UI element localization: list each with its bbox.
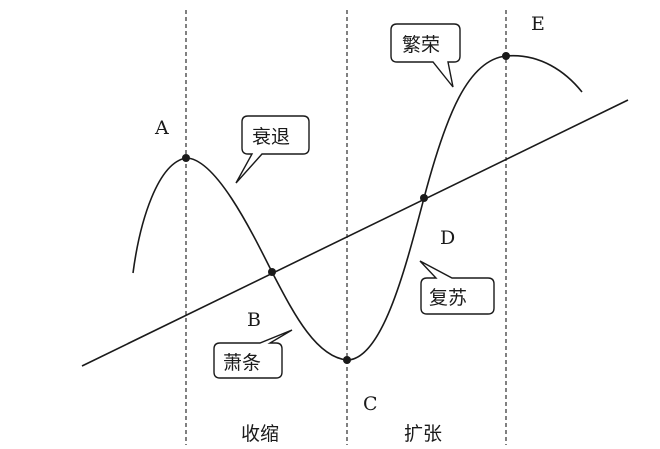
point-e-label: E — [531, 13, 545, 35]
point-b-label: B — [247, 309, 261, 331]
callout-recovery-text: 复苏 — [429, 287, 467, 309]
callout-depression: 萧条 — [213, 329, 293, 379]
point-d-marker — [420, 194, 428, 202]
callout-recession: 衰退 — [235, 115, 310, 184]
callout-recession-text: 衰退 — [252, 126, 290, 148]
phase-expansion-label: 扩张 — [404, 423, 442, 445]
point-c-marker — [343, 356, 351, 364]
point-a-label: A — [154, 117, 169, 139]
callout-recovery: 复苏 — [419, 260, 495, 315]
trend-line — [81, 99, 629, 367]
cycle-curve — [132, 54, 583, 361]
phase-contraction-label: 收缩 — [241, 423, 279, 445]
point-c-label: C — [363, 393, 378, 415]
callout-prosperity-text: 繁荣 — [402, 34, 440, 56]
point-e-marker — [502, 52, 510, 60]
point-a-marker — [182, 154, 190, 162]
point-b-marker — [268, 268, 276, 276]
callout-depression-text: 萧条 — [223, 352, 261, 374]
callout-prosperity: 繁荣 — [390, 23, 461, 88]
point-d-label: D — [440, 227, 455, 249]
